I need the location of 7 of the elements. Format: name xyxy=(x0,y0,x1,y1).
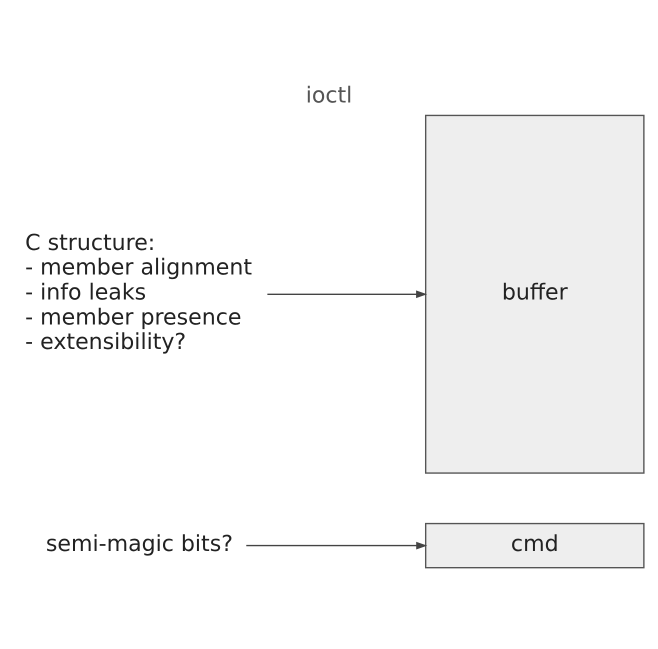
node-box: cmd xyxy=(424,522,645,568)
arrow xyxy=(246,541,428,549)
node-text: C structure: - member alignment - info leaks - member presence - extensibility? xyxy=(25,229,252,355)
node-box: buffer xyxy=(424,114,645,474)
diagram-title: ioctl xyxy=(306,82,352,108)
arrow xyxy=(267,290,428,298)
node-text: semi-magic bits? xyxy=(46,530,233,556)
